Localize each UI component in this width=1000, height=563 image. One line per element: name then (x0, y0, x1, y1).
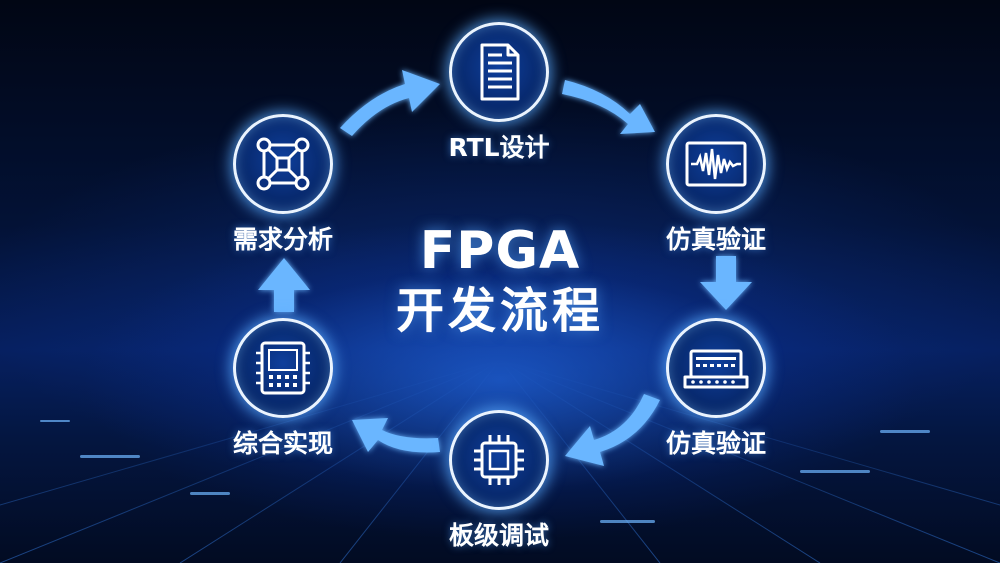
step-node-rtl-design (449, 22, 549, 122)
circuit-board-icon (256, 341, 310, 395)
title-fpga: FPGA (419, 221, 581, 281)
step-label-rtl-design: RTL设计 (448, 133, 550, 162)
arrow-rtl-to-simulation (562, 80, 655, 134)
arrow-simulation-down (700, 256, 752, 310)
step-node-requirements (233, 114, 333, 214)
diagram-title: FPGA 开发流程 (396, 222, 604, 342)
arrow-board-to-synthesis (352, 418, 440, 453)
step-node-simulation (666, 114, 766, 214)
chip-icon (474, 435, 524, 485)
step-label-verification: 仿真验证 (665, 429, 767, 458)
lab-instrument-icon (683, 349, 749, 389)
step-node-verification (666, 318, 766, 418)
waveform-icon (685, 141, 747, 187)
step-node-board-debug (449, 410, 549, 510)
network-graph-icon (256, 137, 310, 191)
arrow-synthesis-to-requirements (258, 258, 310, 312)
arrow-verification-to-board (565, 394, 660, 466)
step-label-board-debug: 板级调试 (448, 521, 550, 550)
step-label-simulation: 仿真验证 (665, 225, 767, 254)
document-icon (480, 43, 520, 101)
title-process: 开发流程 (395, 283, 605, 339)
arrow-requirements-to-rtl (340, 70, 440, 136)
step-label-synthesis: 综合实现 (232, 429, 334, 458)
step-node-synthesis (233, 318, 333, 418)
step-label-requirements: 需求分析 (232, 225, 334, 254)
